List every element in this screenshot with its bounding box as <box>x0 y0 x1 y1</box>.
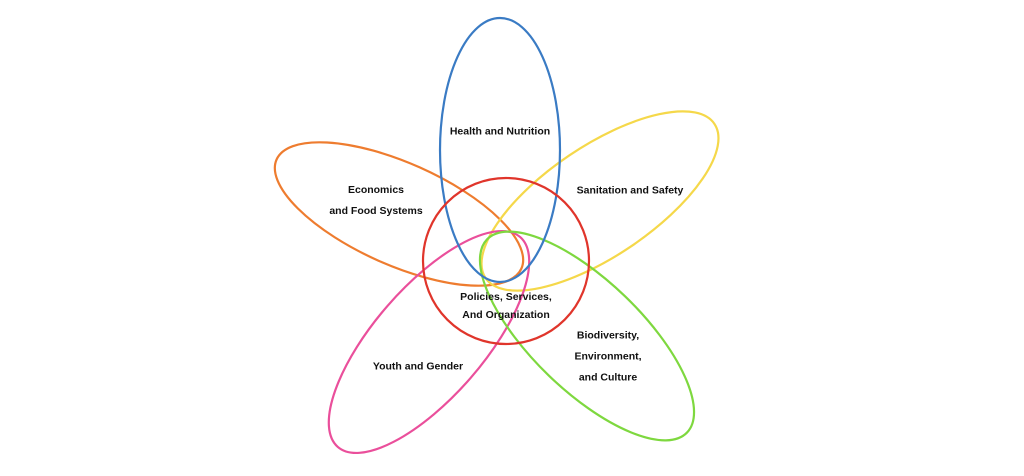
policies-label: Policies, Services, And Organization <box>460 288 552 324</box>
biodiversity-label: Biodiversity, Environment, and Culture <box>574 326 641 389</box>
economics-label: Economics and Food Systems <box>329 180 422 222</box>
youth-ellipse <box>327 229 531 455</box>
biodiversity-label-line: and Culture <box>578 371 638 384</box>
biodiversity-label-line: Environment, <box>574 350 642 363</box>
health-label-line: Health and Nutrition <box>449 125 551 138</box>
sanitation-label: Sanitation and Safety <box>577 181 684 202</box>
health-ellipse <box>438 16 562 284</box>
youth-label-line: Youth and Gender <box>372 360 464 373</box>
policies-circle <box>421 176 591 346</box>
sanitation-label-line: Sanitation and Safety <box>576 184 684 197</box>
biodiversity-label-line: Biodiversity, <box>576 329 640 342</box>
economics-label-line: Economics <box>347 184 405 196</box>
health-label: Health and Nutrition <box>450 122 550 143</box>
economics-ellipse <box>273 141 525 287</box>
biodiversity-ellipse <box>478 230 696 442</box>
economics-label-line: and Food Systems <box>329 205 423 217</box>
policies-label-line: And Organization <box>462 309 550 321</box>
youth-label: Youth and Gender <box>373 357 463 378</box>
policies-label-line: Policies, Services, <box>460 291 552 303</box>
